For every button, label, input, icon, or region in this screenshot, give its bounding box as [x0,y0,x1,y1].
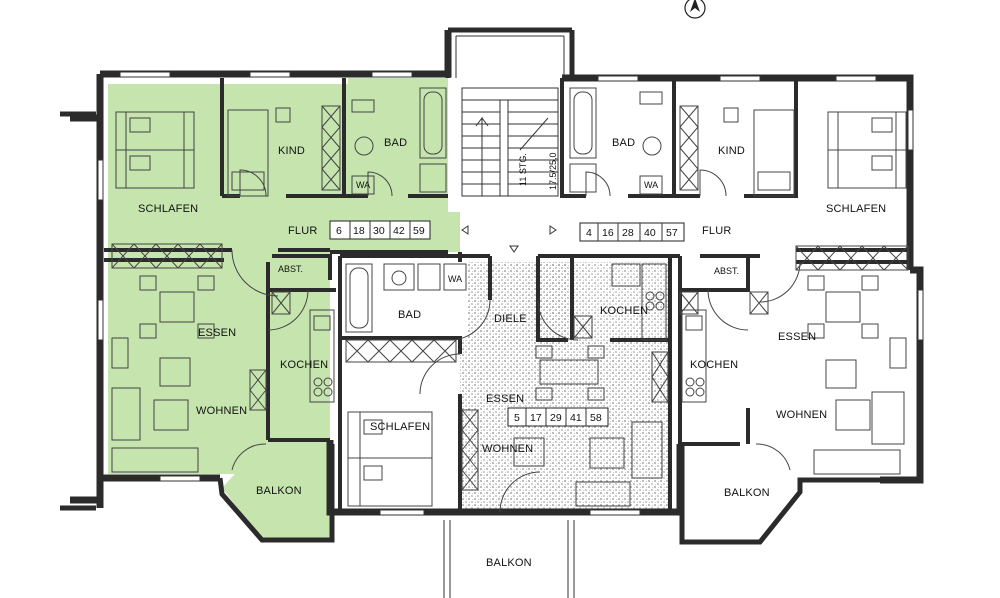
unit-number-middle-4: 58 [590,412,602,424]
unit-number-right-3: 40 [644,227,656,239]
stairs-label-bottom: 17.5/25,0 [548,152,558,190]
unit-number-right-4: 57 [666,227,678,239]
label-right-bad: BAD [612,137,635,149]
label-left-abst: ABST. [278,264,303,274]
beds [115,107,907,507]
wardrobe-middle-schlafen [345,339,457,363]
label-right-flur: FLUR [702,225,732,237]
label-right-kind: KIND [718,145,745,157]
middle-inner-walls [338,254,680,512]
label-right-schlafen: SCHLAFEN [826,203,886,215]
unit-numbers-middle: 5 17 29 41 58 [507,407,609,427]
label-right-essen: ESSEN [778,331,816,343]
unit-number-left-3: 42 [393,225,405,237]
label-left-wa: WA [356,180,370,190]
bed-right-schlafen [827,111,907,189]
wardrobe-left-essen [249,369,267,411]
label-middle-balkon: BALKON [486,557,532,569]
label-middle-diele: DIELE [494,313,527,325]
label-left-kind: KIND [278,145,305,157]
label-left-wohnen: WOHNEN [196,405,247,417]
stairs-label-top: 11 STG. [518,153,528,186]
bath-left [351,87,447,195]
label-right-wa: WA [644,180,658,190]
label-left-schlafen: SCHLAFEN [138,203,198,215]
wardrobe-right-flur [795,245,909,271]
left-inner-walls [104,78,462,442]
unit-number-right-1: 16 [602,227,614,239]
label-middle-kochen: KOCHEN [600,305,648,317]
bathrooms [345,87,663,333]
living-furniture [111,275,907,507]
unit-number-right-0: 4 [586,227,592,239]
bed-left-schlafen [115,111,195,189]
unit-number-middle-3: 41 [570,412,582,424]
label-middle-bad: BAD [398,309,421,321]
label-left-bad: BAD [384,137,407,149]
left-kind-bad-area [222,84,448,212]
unit-number-left-2: 30 [373,225,385,237]
kitchen-right [681,309,707,403]
staircase: 11 STG. 17.5/25,0 [461,87,559,253]
label-middle-schlafen: SCHLAFEN [370,421,430,433]
label-middle-wohnen: WOHNEN [482,443,533,455]
left-living-area [108,268,268,474]
wardrobe-left-flur [111,243,223,269]
label-right-wohnen: WOHNEN [776,409,827,421]
left-balcony-area [222,444,330,540]
bed-middle-schlafen [347,411,433,507]
unit-number-left-0: 6 [336,225,342,237]
bed-left-kind [227,107,291,197]
unit-number-middle-0: 5 [514,412,520,424]
label-left-flur: FLUR [288,225,318,237]
unit-numbers-left: 6 18 30 42 59 [329,220,431,240]
kitchen-middle [611,263,667,341]
unit-number-left-4: 59 [413,225,425,237]
wardrobe-middle-essen [461,351,669,491]
wardrobes [111,105,909,491]
windows [97,71,924,516]
label-middle-wa: WA [448,274,462,284]
label-right-balkon: BALKON [724,487,770,499]
wardrobe-right-kind [679,105,699,191]
label-left-essen: ESSEN [198,327,236,339]
bath-middle [345,263,467,333]
right-unit-labels: BAD WA KIND SCHLAFEN FLUR ABST. KOCHEN E… [612,137,886,499]
walls [60,27,924,598]
kitchens [309,263,707,403]
left-unit-labels: SCHLAFEN KIND BAD WA FLUR ABST. ESSEN KO… [138,137,407,497]
middle-unit-labels: BAD WA DIELE KOCHEN ESSEN SCHLAFEN WOHNE… [370,274,648,569]
label-left-kochen: KOCHEN [280,359,328,371]
wardrobe-right-kochen [679,291,769,315]
doors [231,169,801,513]
label-left-balkon: BALKON [256,485,302,497]
label-middle-essen: ESSEN [486,393,524,405]
unit-numbers-right: 4 16 28 40 57 [579,222,685,242]
unit-number-left-1: 18 [353,225,365,237]
bed-right-kind [723,107,795,197]
label-right-kochen: KOCHEN [690,359,738,371]
north-arrow-icon [684,0,706,19]
unit-number-middle-2: 29 [550,412,562,424]
unit-number-middle-1: 17 [530,412,542,424]
label-right-abst: ABST. [714,266,739,276]
bath-right [569,87,663,195]
unit-number-right-2: 28 [622,227,634,239]
kitchen-left [309,309,335,403]
wardrobe-left-kind [321,105,341,191]
